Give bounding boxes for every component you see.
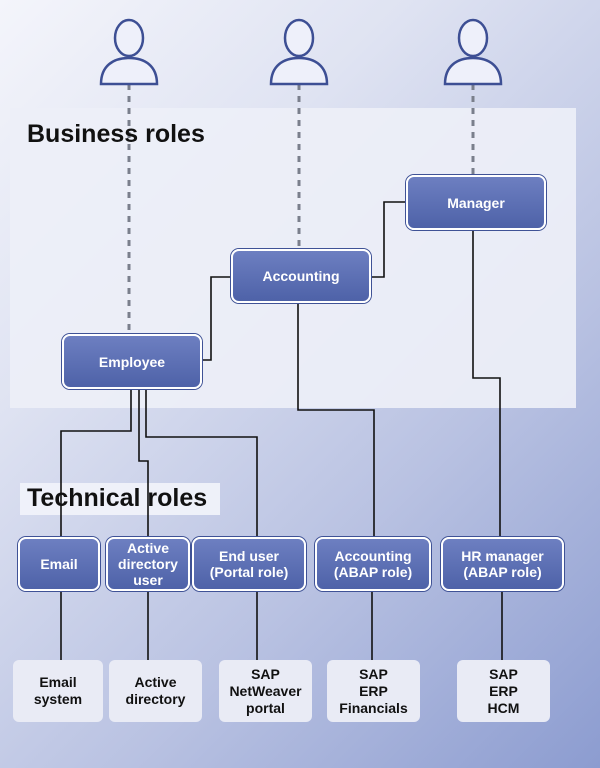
system-active-directory: Active directory [109,660,202,722]
system-sap-netweaver-portal: SAP NetWeaver portal [219,660,312,722]
business-role-accounting[interactable]: Accounting [231,249,371,303]
technical-role-accounting-abap[interactable]: Accounting (ABAP role) [315,537,431,591]
technical-role-email[interactable]: Email [18,537,100,591]
connector-manager-hr [472,229,501,537]
business-roles-title: Business roles [27,120,205,148]
user-icon [269,18,329,86]
system-sap-erp-financials: SAP ERP Financials [327,660,420,722]
user-icon [99,18,159,86]
technical-roles-title: Technical roles [27,484,208,512]
technical-role-active-directory-user[interactable]: Active directory user [106,537,190,591]
system-email: Email system [13,660,103,722]
technical-role-end-user-portal[interactable]: End user (Portal role) [192,537,306,591]
technical-role-hr-manager-abap[interactable]: HR manager (ABAP role) [441,537,564,591]
connector-employee-accounting [202,276,232,361]
business-role-manager[interactable]: Manager [406,175,546,230]
connector-employee-email [60,388,132,537]
connector-accounting-manager [369,201,407,278]
business-role-employee[interactable]: Employee [62,334,202,389]
connector-accounting-abap [297,302,375,537]
connector-employee-end-user [145,388,258,537]
connector-employee-active-directory [138,388,149,537]
system-sap-erp-hcm: SAP ERP HCM [457,660,550,722]
user-icon [443,18,503,86]
technical-roles-title-background [20,483,220,515]
